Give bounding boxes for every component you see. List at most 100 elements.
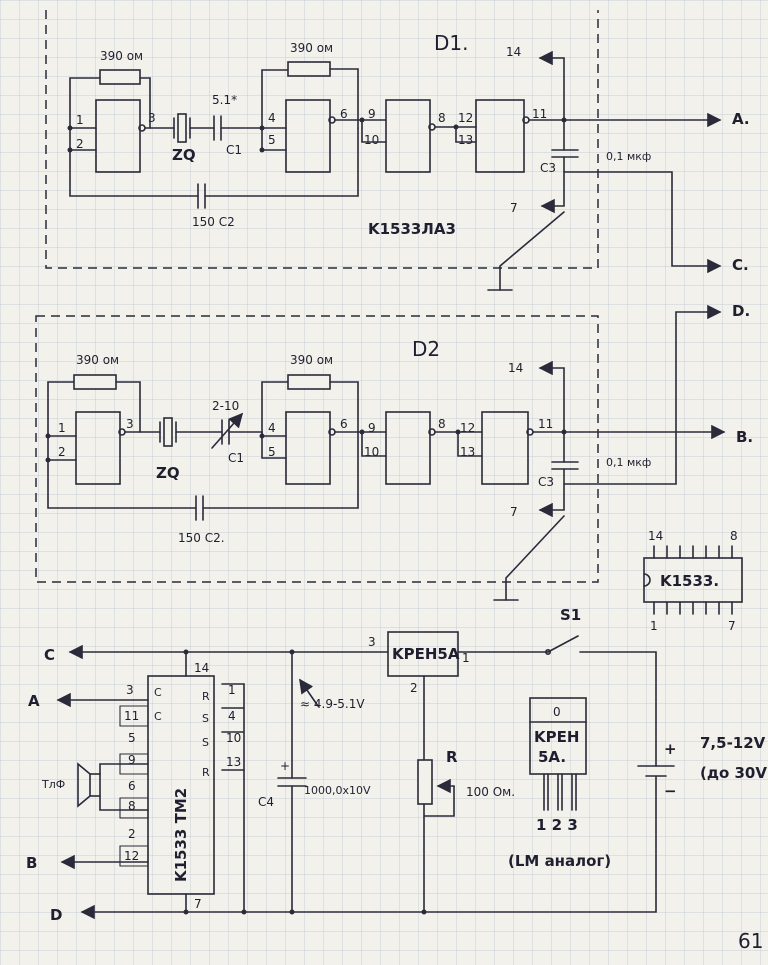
- d2-wire-r2-right: [329, 381, 359, 433]
- d1-gate-1-pin-2: 2: [76, 137, 84, 151]
- output-d-label: D.: [732, 302, 750, 320]
- d1-vcc-pin-14: 14: [506, 45, 521, 59]
- regulator-pin-3: 3: [368, 635, 376, 649]
- d2-gate-4-pin-11: 11: [538, 417, 553, 431]
- d2-trimmer-cap-arrow: [211, 412, 244, 449]
- d2-wire-c2-left: [47, 459, 197, 509]
- d1-title: D1.: [434, 31, 468, 55]
- d1-gate-3: [385, 99, 431, 173]
- d2-ground-lead: [505, 515, 565, 601]
- counter-mark-s2: S: [202, 736, 209, 749]
- d2-c3-value: 0,1 мкф: [606, 456, 651, 469]
- power-supply: C KPEH5A 3 1 2 ≈ 4.9-5.1V + 1000,0x10V C…: [44, 606, 768, 924]
- battery-plus: +: [664, 740, 677, 758]
- d2-gnd-pin-7: 7: [510, 505, 518, 519]
- block-d1: D1. K1533ЛА3 1 2 3 4 5 6 9 10 8 12 13 11…: [45, 10, 722, 291]
- chip-pinout-pin-1: 1: [650, 619, 658, 633]
- d1-resistor-r1: [99, 69, 141, 85]
- output-c-label: C.: [732, 256, 749, 274]
- battery-voltage-alt: (до 30V): [700, 764, 768, 782]
- trimmer-label: R: [446, 748, 458, 766]
- d2-output-d-wire: [563, 304, 722, 485]
- block-d2: D2 1 2 3 4 5 6 9 10 8 12 13 11 390 ом 39…: [35, 304, 726, 601]
- counter-left-pin-11: 11: [124, 709, 139, 723]
- d1-gate-3-pin-9: 9: [368, 107, 376, 121]
- d2-gate-4: [481, 411, 529, 485]
- battery-minus: −: [664, 782, 677, 800]
- trimmer-value: 100 Ом.: [466, 785, 515, 799]
- regulator-package-pin-numbers: 1 2 3: [536, 816, 578, 834]
- regulator-package-label-1: KPEH: [534, 728, 579, 746]
- d2-gate-2-pin-4: 4: [268, 421, 276, 435]
- counter-left-pin-2: 2: [128, 827, 136, 841]
- switch-label: S1: [560, 606, 581, 624]
- d2-gate-2-pin-6: 6: [340, 417, 348, 431]
- d1-crystal-label: ZQ: [172, 146, 196, 164]
- counter-mark-r2: R: [202, 766, 210, 779]
- speaker-cone-icon: [77, 762, 91, 808]
- counter-pin-14: 14: [194, 661, 209, 675]
- d2-gate-3-pin-9: 9: [368, 421, 376, 435]
- counter-mark-r1: R: [202, 690, 210, 703]
- counter-right-pin-13: 13: [226, 755, 241, 769]
- d1-gate-1-pin-3: 3: [148, 111, 156, 125]
- d1-chip-label: K1533ЛА3: [368, 220, 456, 238]
- d2-gate-3-pin-10: 10: [364, 445, 379, 459]
- d2-gate-1-pin-3: 3: [126, 417, 134, 431]
- d2-gate-1-pin-2: 2: [58, 445, 66, 459]
- counter-right-pin-4: 4: [228, 709, 236, 723]
- output-b-label: B.: [736, 428, 753, 446]
- d2-gate-4-pin-12: 12: [460, 421, 475, 435]
- d2-wire-r1-right: [115, 381, 141, 433]
- chip-pinout: K1533. 14 8 1 7: [643, 529, 743, 633]
- chip-pinout-label: K1533.: [660, 572, 719, 590]
- regulator-package-label-2: 5A.: [538, 748, 566, 766]
- counter-clock-mark-1: C: [154, 686, 162, 699]
- d1-vcc-wire: [538, 50, 565, 121]
- d2-resistor-r2: [287, 374, 331, 390]
- d2-gate-4-pin-13: 13: [460, 445, 475, 459]
- chip-pinout-top-pins: [653, 545, 733, 559]
- speaker-label: ТлФ: [41, 778, 65, 791]
- d2-gate-3: [385, 411, 431, 485]
- speaker-icon: [89, 773, 101, 797]
- counter-left-pin-8: 8: [128, 799, 136, 813]
- counter-clock-mark-2: C: [154, 710, 162, 723]
- d2-gate-2: [285, 411, 331, 485]
- regulator-pin-1: 1: [462, 651, 470, 665]
- counter-body: [147, 675, 215, 895]
- d1-gate-3-pin-10: 10: [364, 133, 379, 147]
- counter-left-pin-3: 3: [126, 683, 134, 697]
- counter-speaker-wires: [99, 763, 149, 811]
- d2-vcc-pin-14: 14: [508, 361, 523, 375]
- chip-pinout-pin-7: 7: [728, 619, 736, 633]
- counter-pin-7: 7: [194, 897, 202, 911]
- chip-pinout-pin-14: 14: [648, 529, 663, 543]
- chip-pinout-pin-8: 8: [730, 529, 738, 543]
- d1-c2-label: 150 C2: [192, 215, 235, 229]
- counter-left-pin-12: 12: [124, 849, 139, 863]
- input-d-label: D: [50, 906, 62, 924]
- output-a-label: A.: [732, 110, 750, 128]
- regulator-pin-2: 2: [410, 681, 418, 695]
- d2-title: D2: [412, 337, 440, 361]
- d1-gnd-wire: [540, 156, 565, 214]
- d2-gate-3-pin-8: 8: [438, 417, 446, 431]
- regulator-voltage: ≈ 4.9-5.1V: [300, 697, 365, 711]
- counter-left-pin-5: 5: [128, 731, 136, 745]
- d1-crystal-zq: [177, 113, 187, 143]
- regulator-label: KPEH5A: [392, 645, 460, 663]
- d1-gnd-pin-7: 7: [510, 201, 518, 215]
- d1-wire-r2-left: [261, 69, 289, 129]
- d2-gnd-wire: [538, 468, 565, 518]
- counter-right-pin-1: 1: [228, 683, 236, 697]
- d1-output-c-wire: [563, 171, 722, 274]
- d2-c2-label: 150 C2.: [178, 531, 225, 545]
- d1-dashed-border: [45, 10, 599, 269]
- switch-s1-lever: [547, 635, 579, 653]
- battery-voltage: 7,5-12V: [700, 734, 766, 752]
- d1-resistor-r1-label: 390 ом: [100, 49, 143, 63]
- d1-ground-lead: [499, 211, 565, 291]
